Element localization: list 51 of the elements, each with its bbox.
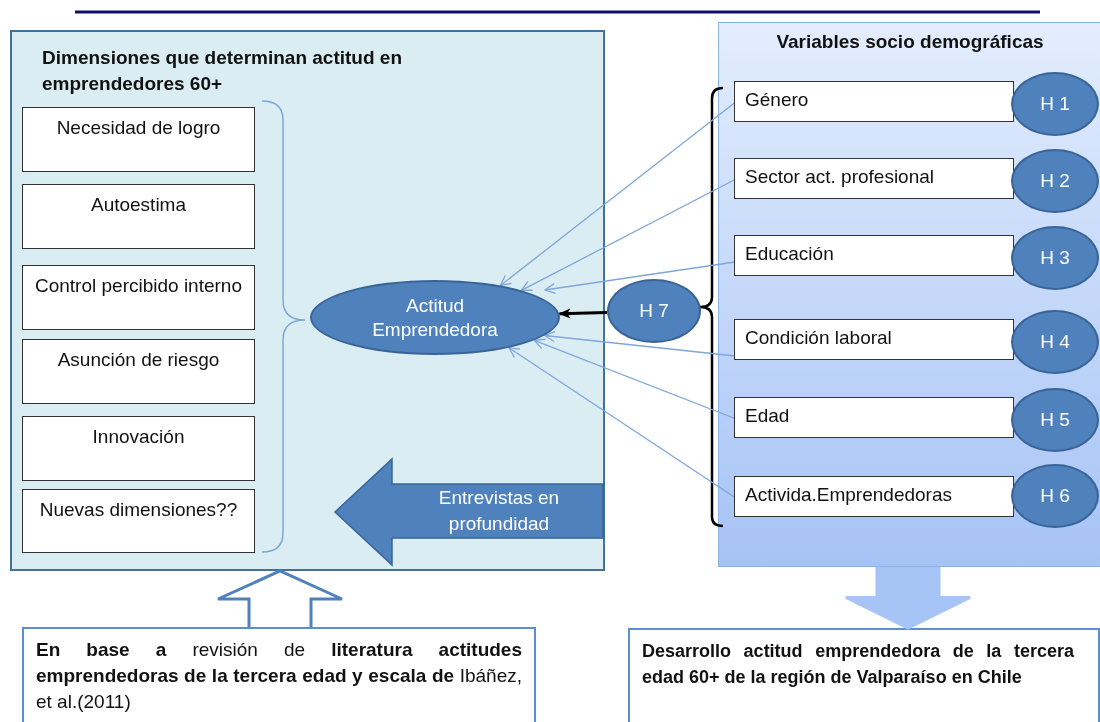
variable-box	[734, 158, 1014, 199]
variable-label: Edad	[745, 405, 790, 427]
dimensions-panel	[10, 30, 605, 571]
variable-box	[734, 476, 1014, 517]
dimension-label: Innovación	[91, 425, 186, 449]
source-note-box	[22, 627, 536, 722]
variable-box	[734, 81, 1014, 122]
arrow	[533, 338, 736, 420]
arrow	[544, 330, 736, 357]
hypothesis-label: H 2	[1039, 169, 1071, 193]
dimension-box	[22, 184, 255, 249]
source-note: En base a revisión de literatura actitudes emprendedoras de la tercera edad y escala de Ibáñez, et al.(2011)	[36, 638, 522, 714]
dimension-label: Necesidad de logro	[55, 116, 222, 140]
variable-box	[734, 397, 1014, 438]
hypothesis-label: H 7	[638, 299, 670, 323]
variable-label: Género	[745, 89, 809, 111]
dimension-box	[22, 265, 255, 330]
dimension-label: Autoestima	[89, 193, 187, 217]
hypothesis-label: H 3	[1039, 246, 1071, 270]
panel-heading: Dimensiones que determinan actitud en emprendedores 60+	[42, 46, 404, 96]
variable-label: Activida.Emprendedoras	[745, 484, 952, 506]
dimension-box	[22, 416, 255, 481]
dimension-box	[22, 339, 255, 404]
result-note-box	[628, 628, 1100, 722]
variable-box	[734, 235, 1014, 276]
hypothesis-label: H 6	[1039, 484, 1071, 508]
variables-panel	[718, 22, 1100, 567]
result-note: Desarrollo actitud emprendedora de la tercera edad 60+ de la región de Valparaíso en Chile	[642, 640, 1074, 689]
dimension-box	[22, 489, 255, 553]
arrow	[499, 101, 736, 287]
variable-label: Sector act. profesional	[745, 166, 935, 188]
arrow	[558, 308, 608, 319]
hypothesis-label: H 1	[1039, 92, 1071, 116]
hypothesis-label: H 5	[1039, 408, 1071, 432]
arrow	[508, 347, 736, 499]
hypothesis-label: H 4	[1039, 330, 1071, 354]
variable-label: Condición laboral	[745, 327, 892, 349]
panel-heading: Variables socio demográficas	[775, 31, 1045, 53]
block-arrow	[844, 565, 972, 630]
dimension-label: Asunción de riesgo	[56, 348, 221, 372]
variable-box	[734, 319, 1014, 360]
variable-label: Educación	[745, 243, 834, 265]
arrow	[544, 261, 736, 295]
dimension-label: Control percibido interno	[34, 274, 243, 298]
dimension-label: Nuevas dimensiones??	[38, 498, 239, 522]
attitude-label: Actitud Emprendedora	[371, 293, 499, 342]
block-arrow	[216, 569, 344, 629]
arrow	[520, 178, 736, 292]
arrow-label: Entrevistas en profundidad	[437, 486, 561, 536]
hypothesis-ellipse	[607, 279, 701, 343]
dimension-box	[22, 107, 255, 172]
